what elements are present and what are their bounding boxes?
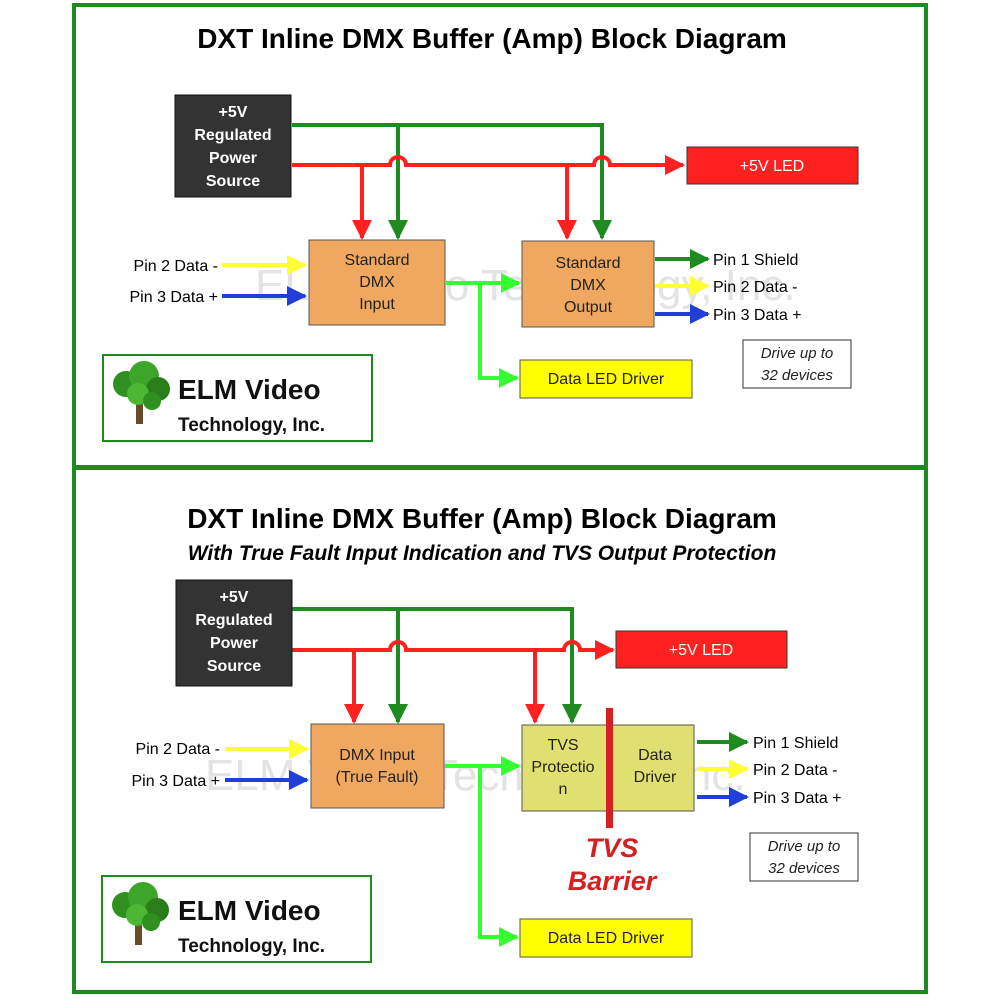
bottom-red-bus: [292, 640, 615, 660]
bottom-out-pin2-label: Pin 2 Data -: [753, 762, 837, 779]
top-power-line-2: Regulated: [194, 127, 271, 144]
top-red-bus: [292, 155, 685, 175]
bottom-drive-note-line-2: 32 devices: [768, 860, 840, 877]
bottom-5v-led-label: +5V LED: [669, 642, 733, 659]
top-out-pin2-label: Pin 2 Data -: [713, 279, 797, 296]
bottom-5v-led: +5V LED: [615, 630, 788, 669]
top-in-pin3-label: Pin 3 Data +: [130, 289, 219, 306]
top-logo-sub: Technology, Inc.: [178, 415, 325, 436]
top-output-block: Standard DMX Output: [521, 240, 655, 328]
top-power-source: +5V Regulated Power Source: [174, 94, 292, 198]
bottom-power-line-4: Source: [207, 658, 261, 675]
bottom-logo-name: ELM Video: [178, 895, 321, 926]
bottom-driver-line-1: Data: [638, 747, 672, 764]
bottom-logo: ELM Video Technology, Inc.: [101, 875, 372, 963]
top-led-driver-wire: [478, 283, 519, 388]
top-drive-note-line-2: 32 devices: [761, 367, 833, 384]
top-logo-name: ELM Video: [178, 374, 321, 405]
top-title: DXT Inline DMX Buffer (Amp) Block Diagra…: [197, 23, 787, 54]
bottom-diagram: ELM Video Technology, Inc. DXT Inline DM…: [101, 503, 859, 963]
top-output-line-2: DMX: [570, 277, 606, 294]
top-output-line-3: Output: [564, 299, 613, 316]
bottom-tvs-line-2: Protectio: [531, 759, 594, 776]
top-data-led-driver-label: Data LED Driver: [548, 371, 665, 388]
top-input-line-1: Standard: [345, 252, 410, 269]
bottom-power-line-3: Power: [210, 635, 258, 652]
top-power-line-3: Power: [209, 150, 257, 167]
bottom-drive-note: Drive up to 32 devices: [749, 832, 859, 882]
top-data-led-driver: Data LED Driver: [519, 359, 693, 399]
top-in-pin2-label: Pin 2 Data -: [134, 258, 218, 275]
bottom-in-pin3-label: Pin 3 Data +: [132, 773, 221, 790]
bottom-wires: [225, 607, 749, 947]
bottom-subtitle: With True Fault Input Indication and TVS…: [188, 542, 777, 565]
bottom-tvs-driver-block: TVS Protectio n Data Driver: [521, 708, 695, 828]
bottom-data-led-driver: Data LED Driver: [519, 918, 693, 958]
tvs-barrier-bar: [606, 708, 613, 828]
bottom-led-driver-wire: [478, 766, 519, 947]
bottom-tvs-line-1: TVS: [547, 737, 578, 754]
tvs-barrier-label-1: TVS: [586, 833, 639, 863]
top-input-block: Standard DMX Input: [308, 239, 446, 326]
tree-logo-icon: [112, 882, 169, 945]
top-diagram: ELM Video Technology, Inc. DXT Inline DM…: [102, 23, 859, 442]
bottom-driver-line-2: Driver: [634, 769, 677, 786]
top-logo: ELM Video Technology, Inc.: [102, 354, 373, 442]
top-power-line-4: Source: [206, 173, 260, 190]
top-wires: [222, 123, 710, 388]
bottom-tvs-line-3: n: [559, 781, 568, 798]
tvs-barrier-label-2: Barrier: [568, 866, 658, 896]
top-output-line-1: Standard: [556, 255, 621, 272]
top-power-line-1: +5V: [219, 104, 248, 121]
bottom-title: DXT Inline DMX Buffer (Amp) Block Diagra…: [187, 503, 777, 534]
tree-logo-icon: [113, 361, 170, 424]
top-green-bus-to-output: [292, 123, 612, 240]
top-drive-note: Drive up to 32 devices: [742, 339, 852, 389]
bottom-data-led-driver-label: Data LED Driver: [548, 930, 665, 947]
bottom-green-bus-to-tvs: [292, 607, 582, 724]
bottom-input-block: DMX Input (True Fault): [310, 723, 445, 809]
top-out-pin1-label: Pin 1 Shield: [713, 252, 798, 269]
top-input-line-2: DMX: [359, 274, 395, 291]
bottom-drive-note-line-1: Drive up to: [768, 838, 841, 855]
bottom-input-line-1: DMX Input: [339, 747, 415, 764]
top-5v-led: +5V LED: [686, 146, 859, 185]
top-5v-led-label: +5V LED: [740, 158, 804, 175]
top-input-line-3: Input: [359, 296, 395, 313]
bottom-logo-sub: Technology, Inc.: [178, 936, 325, 957]
bottom-power-source: +5V Regulated Power Source: [175, 579, 293, 687]
top-drive-note-line-1: Drive up to: [761, 345, 834, 362]
bottom-out-pin3-label: Pin 3 Data +: [753, 790, 842, 807]
top-out-pin3-label: Pin 3 Data +: [713, 307, 802, 324]
bottom-input-line-2: (True Fault): [336, 769, 419, 786]
bottom-power-line-2: Regulated: [195, 612, 272, 629]
bottom-power-line-1: +5V: [220, 589, 249, 606]
bottom-in-pin2-label: Pin 2 Data -: [136, 741, 220, 758]
bottom-out-pin1-label: Pin 1 Shield: [753, 735, 838, 752]
